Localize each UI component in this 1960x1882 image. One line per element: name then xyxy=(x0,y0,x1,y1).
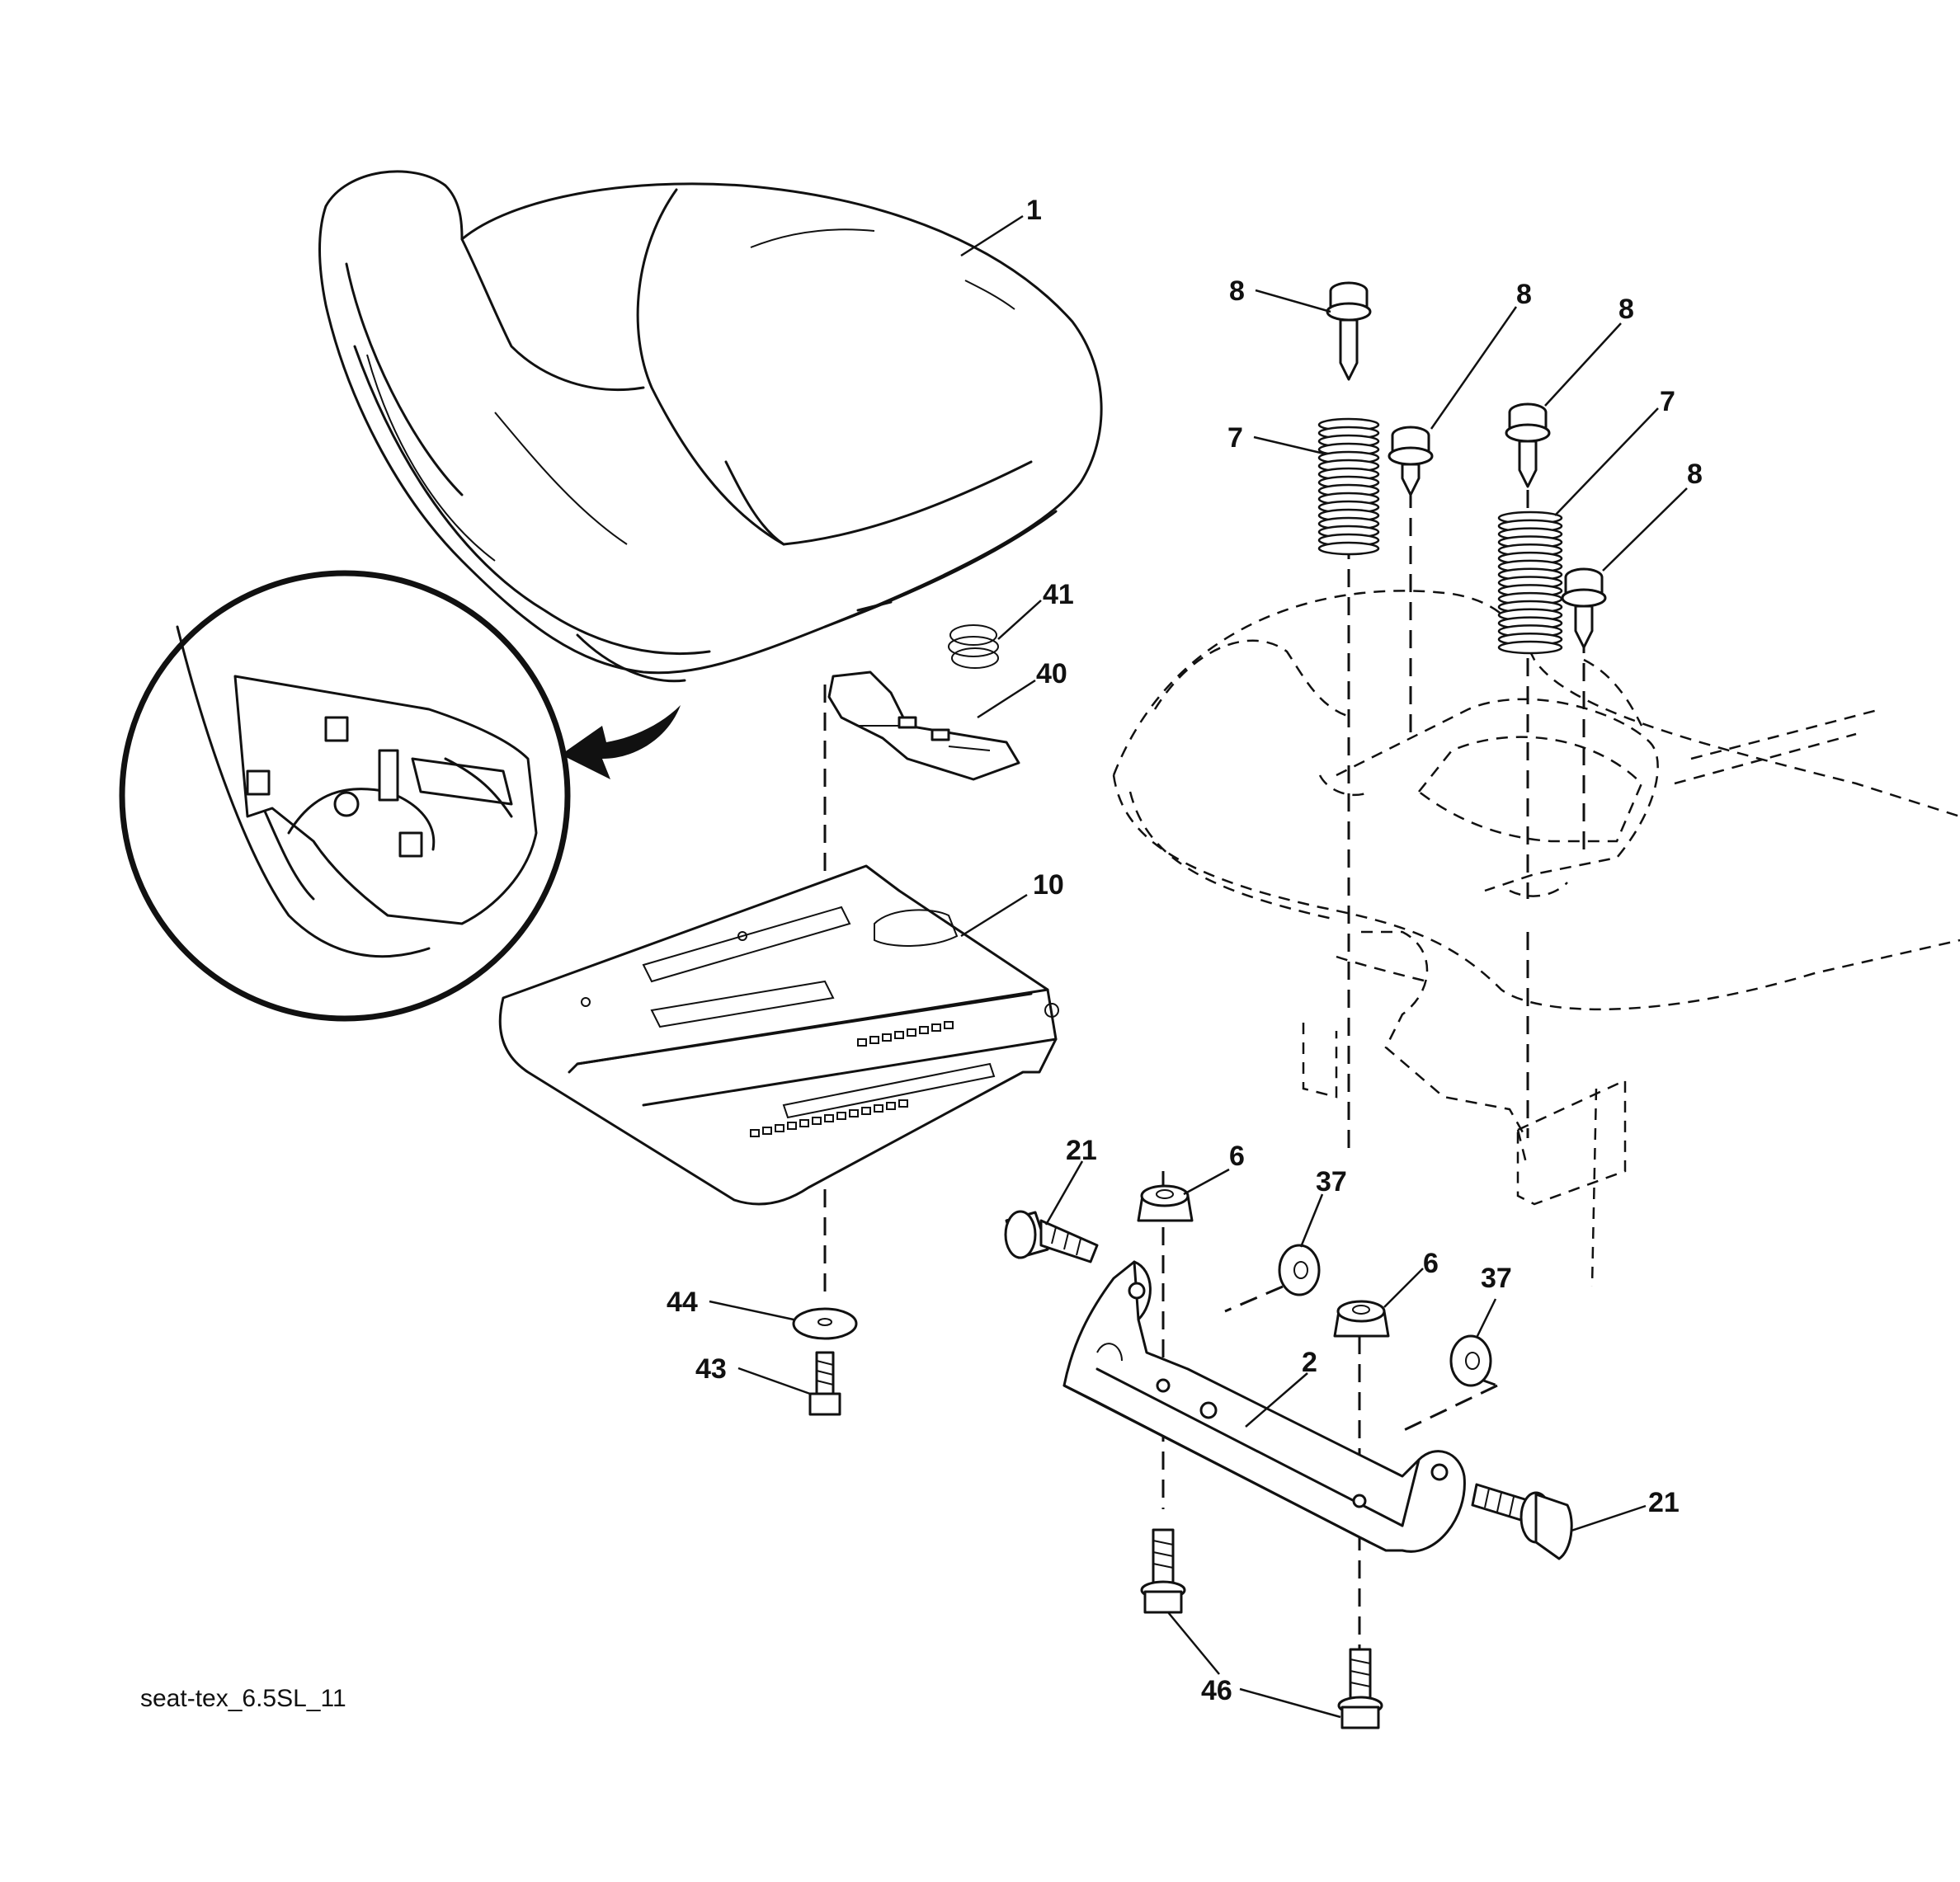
callout-44: 44 xyxy=(667,1287,698,1318)
callout-8-b: 8 xyxy=(1516,279,1532,310)
spring-part-41 xyxy=(948,624,999,669)
bolt-part-46a xyxy=(1140,1528,1186,1614)
screw-part-43 xyxy=(808,1351,841,1416)
clip-part-40 xyxy=(827,670,1020,781)
callout-6-a: 6 xyxy=(1229,1141,1245,1172)
screw-part-8c xyxy=(1505,402,1551,488)
callout-46: 46 xyxy=(1201,1675,1232,1706)
bracket-part-2 xyxy=(1062,1260,1466,1553)
callout-37-a: 37 xyxy=(1316,1166,1347,1197)
mower-frame-outline xyxy=(1112,590,1960,1287)
seat-pan-part-10 xyxy=(498,864,1059,1206)
callout-43: 43 xyxy=(695,1353,727,1385)
callout-2: 2 xyxy=(1302,1347,1317,1378)
callout-7-a: 7 xyxy=(1227,422,1243,454)
callout-21-b: 21 xyxy=(1648,1487,1680,1518)
callout-1: 1 xyxy=(1026,195,1042,226)
callout-8-a: 8 xyxy=(1229,275,1245,307)
spring-part-7b xyxy=(1497,510,1563,655)
nut-part-6a xyxy=(1137,1184,1194,1222)
washer-part-37b xyxy=(1449,1334,1492,1387)
nut-part-6b xyxy=(1333,1300,1390,1338)
callout-6-b: 6 xyxy=(1423,1248,1439,1279)
bolt-part-21b xyxy=(1471,1483,1573,1560)
callout-37-b: 37 xyxy=(1481,1263,1512,1294)
screw-part-8a xyxy=(1326,281,1372,381)
screw-part-8b xyxy=(1388,426,1434,496)
callout-7-b: 7 xyxy=(1660,386,1675,417)
screw-part-8d xyxy=(1561,567,1607,649)
washer-part-44 xyxy=(792,1307,858,1340)
callout-8-d: 8 xyxy=(1687,459,1703,490)
callout-41: 41 xyxy=(1043,579,1074,610)
inset-arrow xyxy=(561,705,681,779)
spring-part-7a xyxy=(1317,417,1380,556)
callout-21-a: 21 xyxy=(1066,1135,1097,1166)
detail-inset xyxy=(119,570,571,1022)
bolt-part-21a xyxy=(1004,1210,1099,1263)
diagram-caption: seat-tex_6.5SL_11 xyxy=(140,1685,346,1712)
seat-part-1 xyxy=(318,170,1103,683)
leader-lines xyxy=(709,214,1688,1719)
washer-part-37a xyxy=(1278,1244,1321,1296)
callout-10: 10 xyxy=(1033,869,1064,901)
bolt-part-46b xyxy=(1337,1648,1383,1729)
callout-8-c: 8 xyxy=(1618,294,1634,325)
callout-40: 40 xyxy=(1036,658,1067,689)
